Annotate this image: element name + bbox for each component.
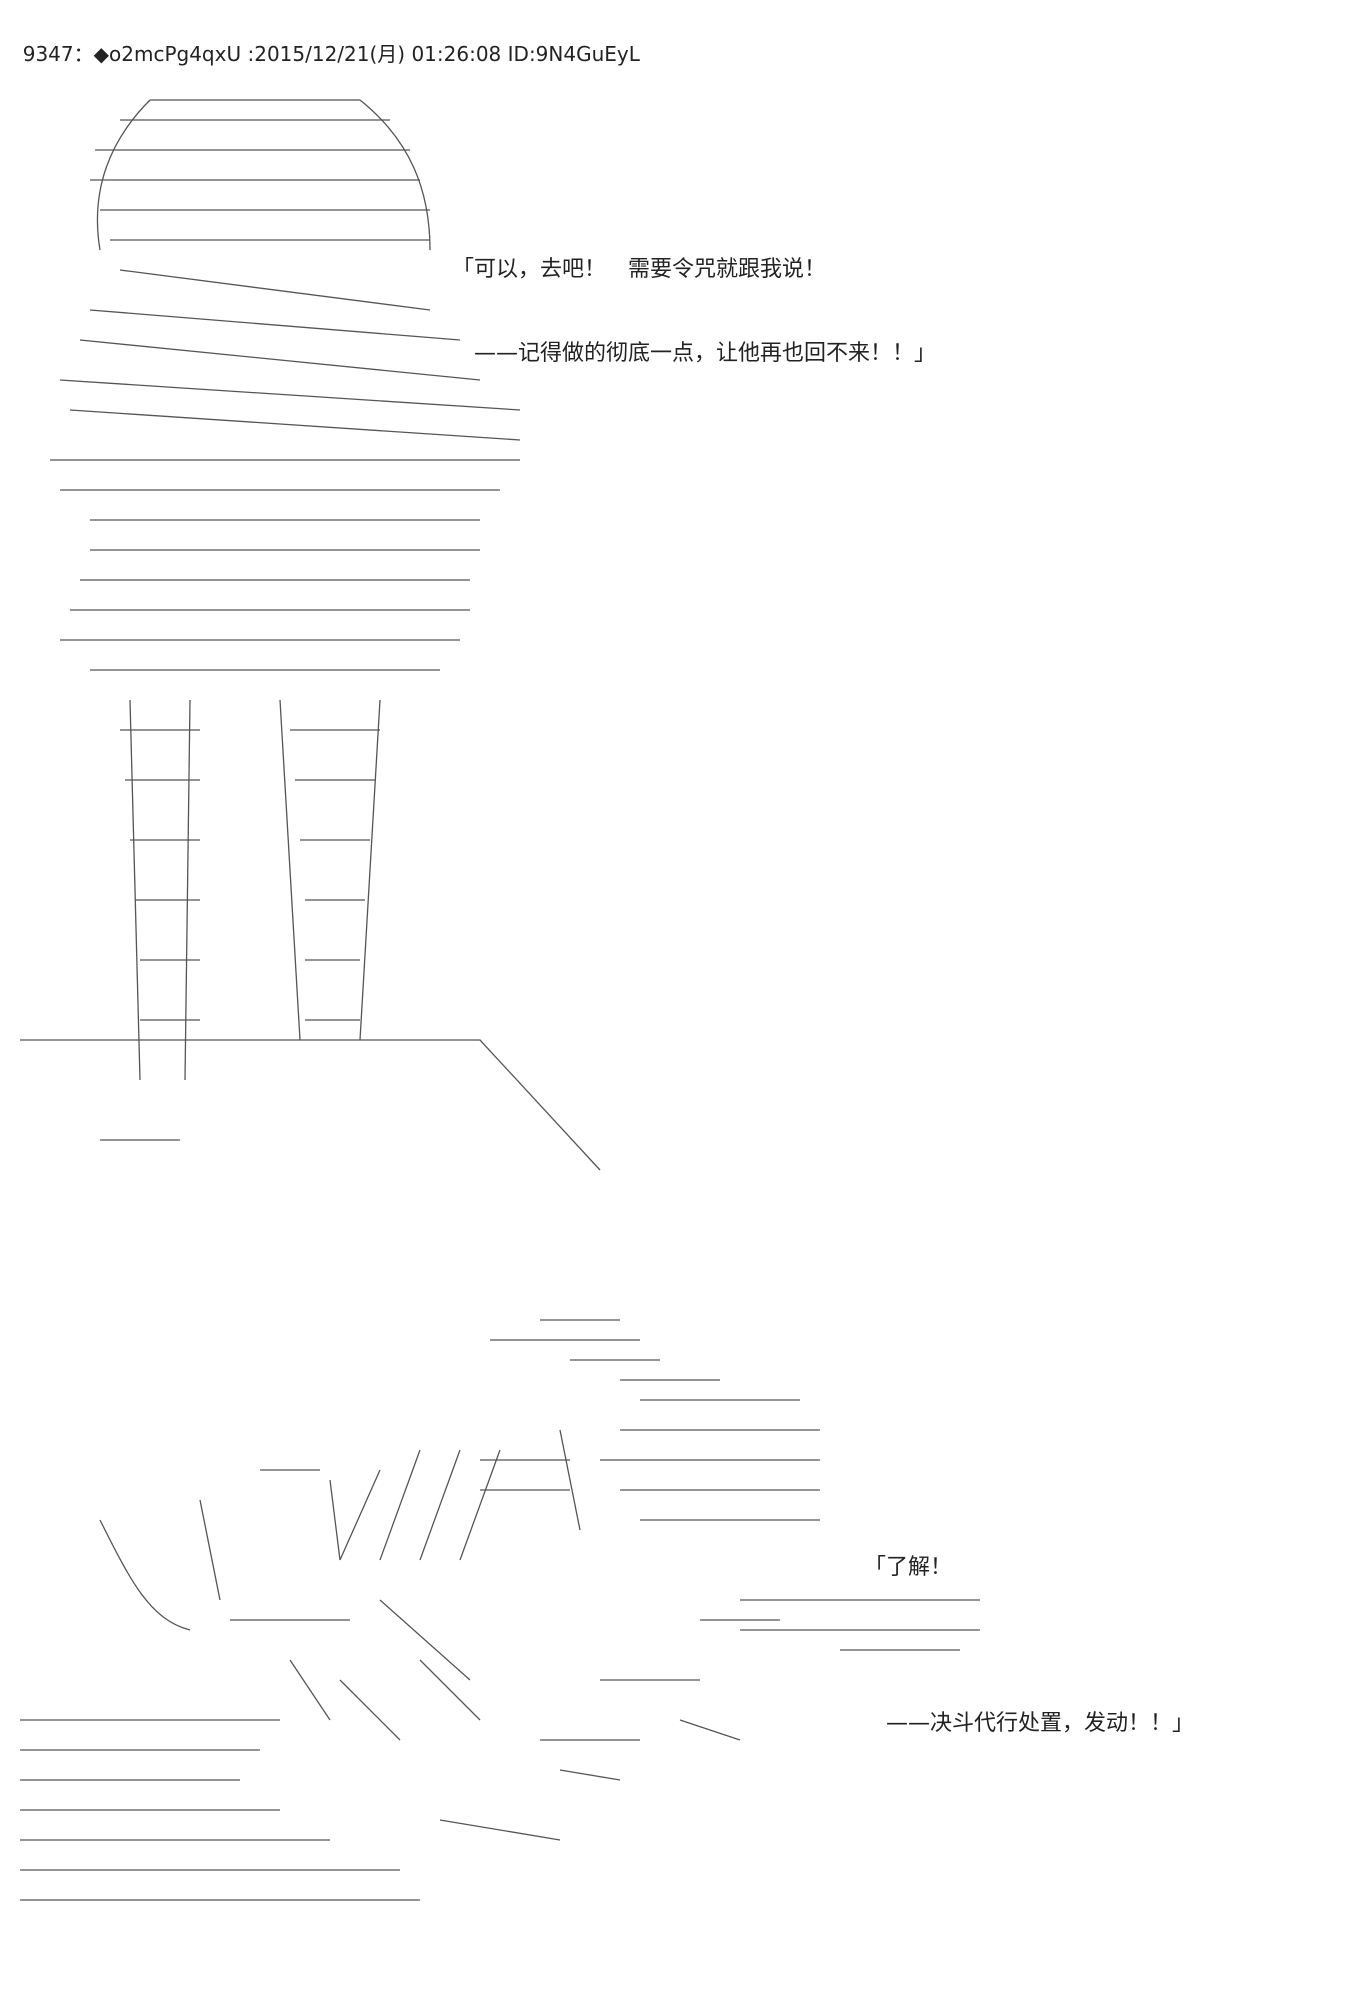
post-id: ID:9N4GuEyL xyxy=(507,42,640,66)
scene1-line1: 「可以，去吧！ 需要令咒就跟我说！ xyxy=(452,257,827,282)
scene1-line2: ——记得做的彻底一点，让他再也回不来！！」 xyxy=(452,341,937,366)
ascii-art-standing-figure xyxy=(20,99,601,1171)
scene2-dialogue: 「了解！ ——决斗代行处置，发动！！」 xyxy=(864,1438,1194,1802)
post-number: 9347 xyxy=(22,42,74,66)
scene1-dialogue: 「可以，去吧！ 需要令咒就跟我说！ ——记得做的彻底一点，让他再也回不来！！」 xyxy=(452,200,936,396)
post-header: 9347：◆o2mcPg4qxU :2015/12/21(月) 01:26:08… xyxy=(22,42,640,66)
ascii-art-action-scene xyxy=(20,1319,980,1901)
scene2-line1: 「了解！ xyxy=(864,1555,953,1580)
post-datetime: 2015/12/21(月) 01:26:08 xyxy=(254,42,502,66)
header-separator: ： xyxy=(73,42,94,66)
scene2-line2: ——决斗代行处置，发动！！」 xyxy=(864,1711,1195,1736)
tripcode: ◆o2mcPg4qxU xyxy=(93,42,242,66)
